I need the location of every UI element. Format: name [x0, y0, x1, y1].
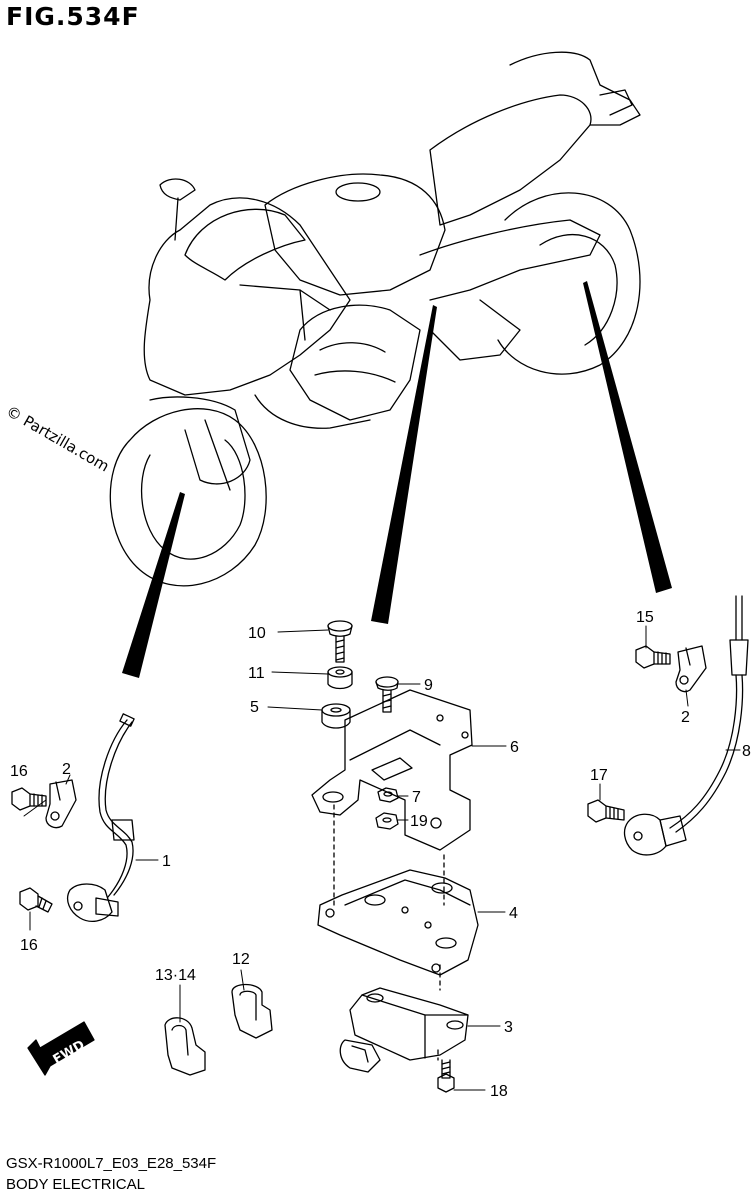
callout-16-upper: 16	[10, 763, 28, 780]
screw-9	[375, 676, 399, 713]
bolt-15	[635, 645, 671, 669]
callout-6: 6	[510, 739, 519, 756]
model-code: GSX-R1000L7_E03_E28_534F	[6, 1155, 217, 1172]
rear-wheel	[497, 192, 641, 375]
front-sensor-bracket	[45, 779, 77, 829]
callout-2-right: 2	[681, 709, 690, 726]
nut-7	[377, 787, 399, 803]
fuel-tank	[264, 173, 446, 296]
section-title: BODY ELECTRICAL	[6, 1176, 145, 1193]
fwd-direction-arrow: FWD	[27, 1021, 95, 1076]
callout-labels: 1 2 2 3 4 5 6 7 8 9 10 11 12 13·14 15 16…	[10, 609, 751, 1100]
clamp-13-14	[164, 1017, 206, 1076]
clamp-12	[231, 983, 273, 1039]
callout-15: 15	[636, 609, 654, 626]
pointer-front-sensor	[122, 492, 185, 678]
front-fairing	[143, 197, 351, 396]
bolt-16-upper	[11, 787, 47, 811]
pointer-wedges	[122, 281, 672, 678]
engine	[289, 304, 421, 421]
screw-10	[327, 620, 353, 663]
rear-sensor-bracket	[675, 645, 707, 693]
seat	[429, 94, 592, 226]
rear-wheel-speed-sensor	[623, 595, 749, 856]
bolt-17	[587, 799, 625, 823]
figure-title: FIG.534F	[6, 2, 140, 31]
leader-lines	[23, 625, 741, 1091]
callout-19: 19	[410, 813, 428, 830]
motorcycle-illustration	[109, 51, 641, 587]
grommet-5	[321, 703, 351, 729]
callout-1: 1	[162, 853, 171, 870]
callout-7: 7	[412, 789, 421, 806]
callout-16-lower: 16	[20, 937, 38, 954]
front-wheel-speed-sensor	[66, 713, 135, 923]
callout-9: 9	[424, 677, 433, 694]
callout-11: 11	[248, 665, 265, 682]
bolt-18	[437, 1059, 455, 1093]
control-unit-3	[339, 987, 469, 1073]
callout-2-left: 2	[62, 761, 71, 778]
plate-4	[317, 869, 479, 976]
callout-12: 12	[232, 951, 250, 968]
callout-17: 17	[590, 767, 608, 784]
callout-8: 8	[742, 743, 751, 760]
front-wheel	[109, 408, 267, 587]
pointer-control-unit	[371, 305, 437, 624]
nut-19	[375, 812, 399, 830]
callout-3: 3	[504, 1019, 513, 1036]
bolt-16-lower	[19, 887, 53, 913]
callout-10: 10	[248, 625, 266, 642]
pointer-rear-sensor	[583, 281, 672, 593]
bracket-6	[311, 689, 473, 851]
collar-11	[327, 666, 353, 690]
callout-13-14: 13·14	[155, 967, 196, 984]
callout-5: 5	[250, 699, 259, 716]
callout-4: 4	[509, 905, 518, 922]
callout-18: 18	[490, 1083, 508, 1100]
